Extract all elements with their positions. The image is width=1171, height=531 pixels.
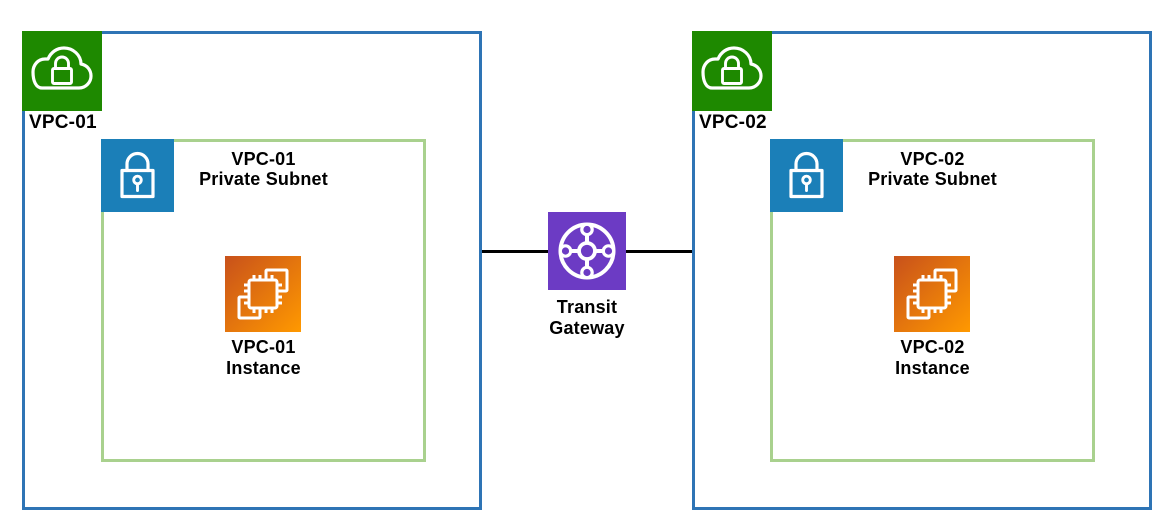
vpc2-locked-cloud-icon — [692, 31, 772, 111]
transit-gateway-label-line2: Gateway — [549, 318, 625, 338]
vpc2-instance-label-line1: VPC-02 — [900, 337, 965, 357]
vpc1-instance-label: VPC-01 Instance — [101, 337, 426, 379]
vpc1-label: VPC-01 — [29, 112, 97, 133]
vpc2-label: VPC-02 — [699, 112, 767, 133]
transit-gateway-label: Transit Gateway — [507, 297, 667, 339]
vpc2-subnet-title: VPC-02 Private Subnet — [770, 149, 1095, 189]
vpc1-subnet-title-line2: Private Subnet — [199, 169, 328, 189]
vpc1-instance-label-line1: VPC-01 — [231, 337, 296, 357]
transit-gateway-label-line1: Transit — [556, 297, 618, 317]
vpc2-instance-label-line2: Instance — [895, 358, 970, 378]
vpc1-locked-cloud-icon — [22, 31, 102, 111]
vpc2-instance-chip-icon — [894, 256, 970, 332]
vpc2-subnet-padlock-icon — [770, 139, 843, 212]
vpc1-subnet-title-line1: VPC-01 — [231, 149, 296, 169]
vpc2-subnet-title-line1: VPC-02 — [900, 149, 965, 169]
vpc1-subnet-title: VPC-01 Private Subnet — [101, 149, 426, 189]
vpc1-instance-chip-icon — [225, 256, 301, 332]
vpc1-subnet-padlock-icon — [101, 139, 174, 212]
vpc2-instance-label: VPC-02 Instance — [770, 337, 1095, 379]
vpc2-subnet-title-line2: Private Subnet — [868, 169, 997, 189]
transit-gateway-hub-spoke-icon — [548, 212, 626, 290]
vpc1-instance-label-line2: Instance — [226, 358, 301, 378]
